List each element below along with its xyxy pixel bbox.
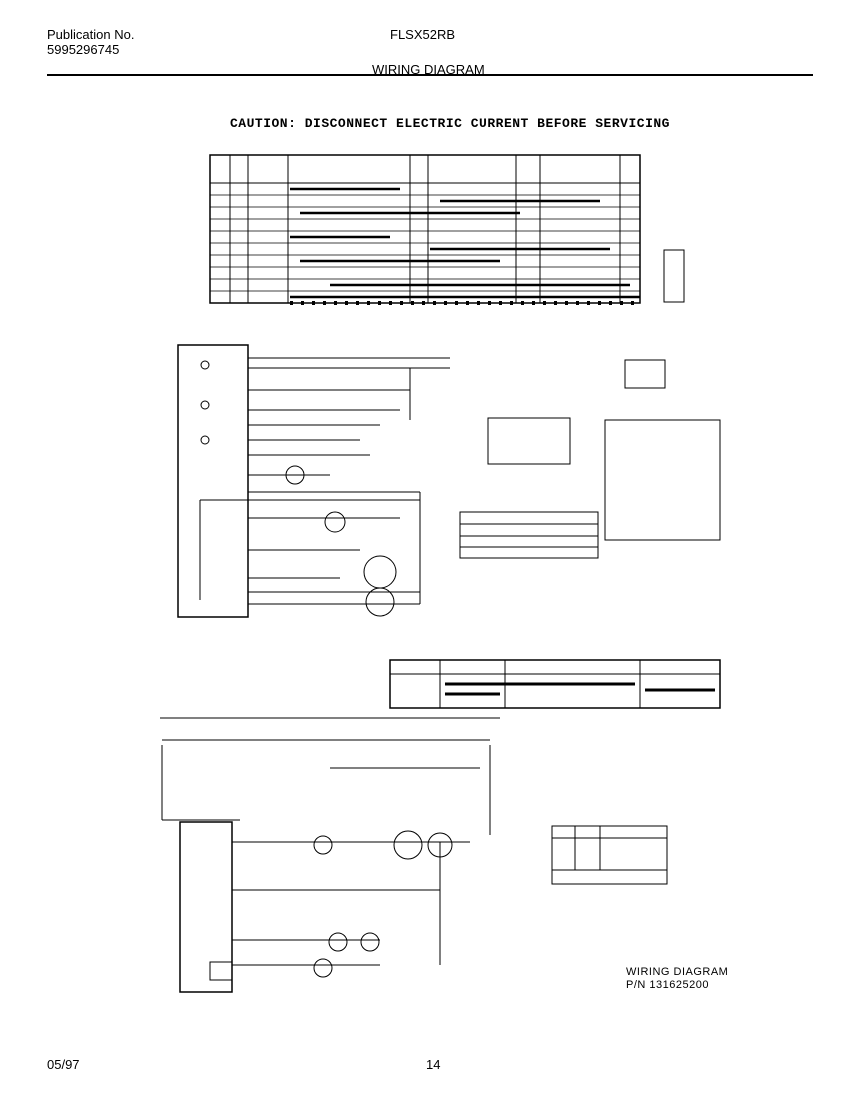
model-number: FLSX52RB — [390, 27, 456, 42]
washer-wiring — [177, 344, 450, 618]
timer-sequence-chart — [209, 154, 685, 305]
diagram-title: WIRING DIAGRAM — [626, 966, 729, 978]
publication-label: Publication No. — [47, 27, 135, 42]
diagram-part-number: P/N 131625200 — [626, 979, 709, 991]
symbol-legend — [459, 359, 721, 559]
publication-number: 5995296745 — [47, 42, 120, 57]
page-number: 14 — [426, 1057, 441, 1072]
footer-date: 05/97 — [47, 1057, 80, 1072]
caution-notice: CAUTION: DISCONNECT ELECTRIC CURRENT BEF… — [230, 116, 670, 131]
wire-spec-table — [551, 825, 668, 885]
header-rule — [47, 74, 813, 76]
section-title: WIRING DIAGRAM — [372, 62, 485, 77]
dryer-wiring — [160, 717, 500, 993]
cycles-chart — [389, 659, 721, 709]
